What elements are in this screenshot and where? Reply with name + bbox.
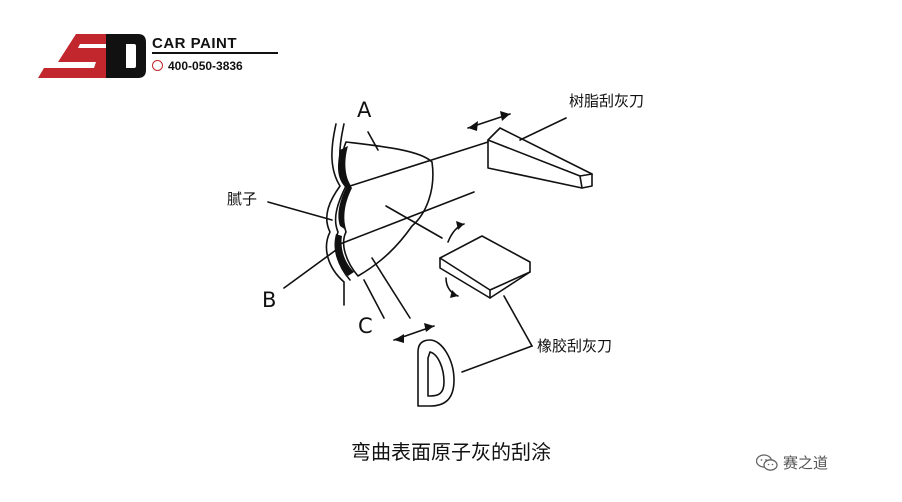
sd-logo <box>38 34 146 78</box>
label-a: A <box>357 98 372 122</box>
wechat-icon <box>756 453 778 471</box>
label-c: C <box>358 314 373 338</box>
putty-pointer <box>267 201 333 221</box>
rubber-pointer-2 <box>461 345 533 373</box>
putty-surface <box>341 141 434 277</box>
logo-underline <box>152 52 278 54</box>
label-b: B <box>262 288 277 312</box>
figure-caption: 弯曲表面原子灰的刮涂 <box>351 440 551 464</box>
rubber-scraper-d <box>417 339 455 407</box>
resin-scraper <box>487 127 593 189</box>
rotate-arrow-top <box>447 223 465 243</box>
guide-line-a <box>367 131 379 151</box>
putty-dark-fill <box>338 146 352 230</box>
label-rubber-scraper: 橡胶刮灰刀 <box>537 337 613 355</box>
phone-icon <box>152 60 163 71</box>
watermark: 赛之道 <box>756 452 828 473</box>
label-putty: 腻子 <box>227 190 258 208</box>
guide-line-c2 <box>363 279 385 319</box>
logo-phone: 400-050-3836 <box>168 59 243 73</box>
resin-pointer <box>519 117 567 141</box>
rubber-scraper-block <box>439 235 531 291</box>
rubber-pointer-1 <box>503 295 533 347</box>
logo-brand: CAR PAINT <box>152 35 238 52</box>
panel-outer-edge <box>325 123 345 306</box>
guide-line-c <box>371 257 411 319</box>
watermark-text: 赛之道 <box>783 454 829 472</box>
guide-line-to-rubber <box>385 205 443 239</box>
label-resin-scraper: 树脂刮灰刀 <box>569 92 645 110</box>
guide-line-upper <box>349 141 489 187</box>
b-pointer <box>283 249 337 289</box>
